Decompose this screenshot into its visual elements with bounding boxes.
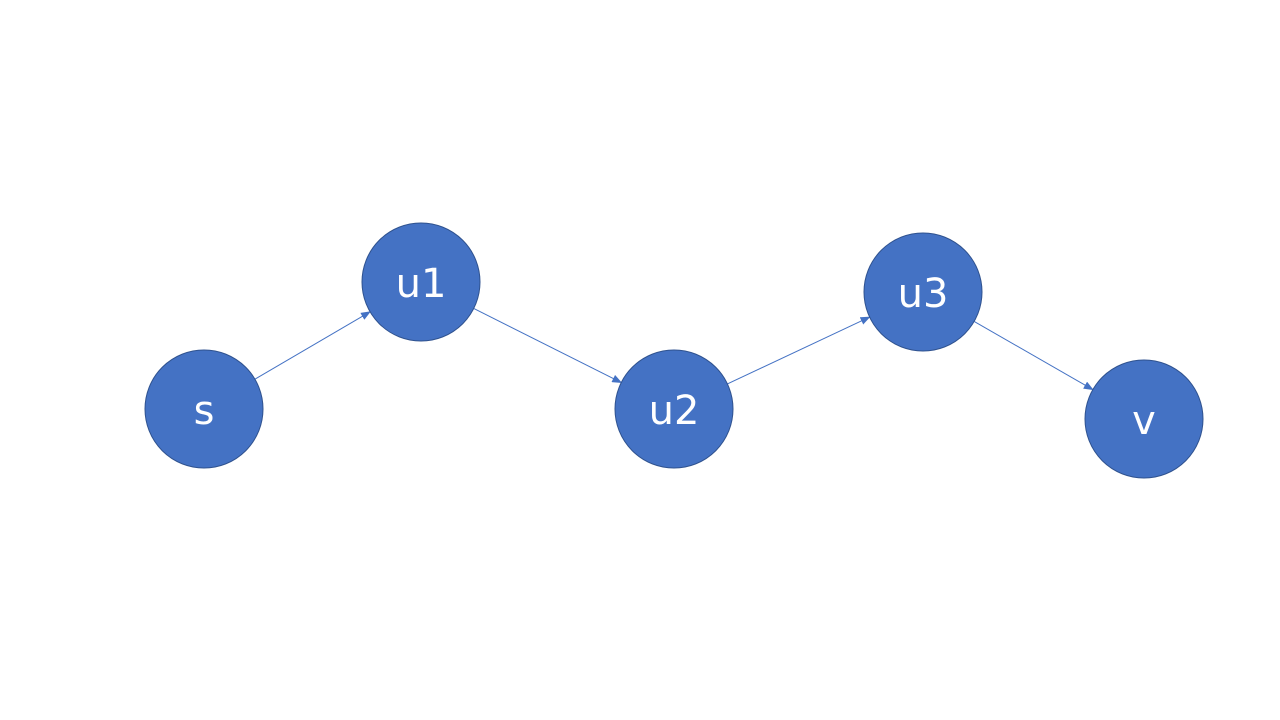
edge-u1-to-u2 (473, 308, 623, 383)
node-circle (1084, 359, 1204, 479)
node-circle (361, 222, 481, 342)
edge-u2-to-u3 (727, 316, 871, 385)
node-v: v (1084, 359, 1204, 479)
edge-s-to-u1 (254, 311, 371, 380)
nodes-layer: s u1 u2 u3 v (144, 222, 1204, 479)
node-circle (863, 232, 983, 352)
edge-u3-to-v (973, 320, 1094, 391)
node-u3: u3 (863, 232, 983, 352)
node-label: s (194, 388, 215, 434)
node-label: u2 (649, 388, 700, 434)
node-s: s (144, 349, 264, 469)
node-u1: u1 (361, 222, 481, 342)
node-label: v (1132, 398, 1156, 444)
edges-layer (254, 308, 1094, 391)
node-label: u3 (898, 271, 949, 317)
node-label: u1 (396, 261, 447, 307)
node-circle (144, 349, 264, 469)
node-u2: u2 (614, 349, 734, 469)
node-circle (614, 349, 734, 469)
